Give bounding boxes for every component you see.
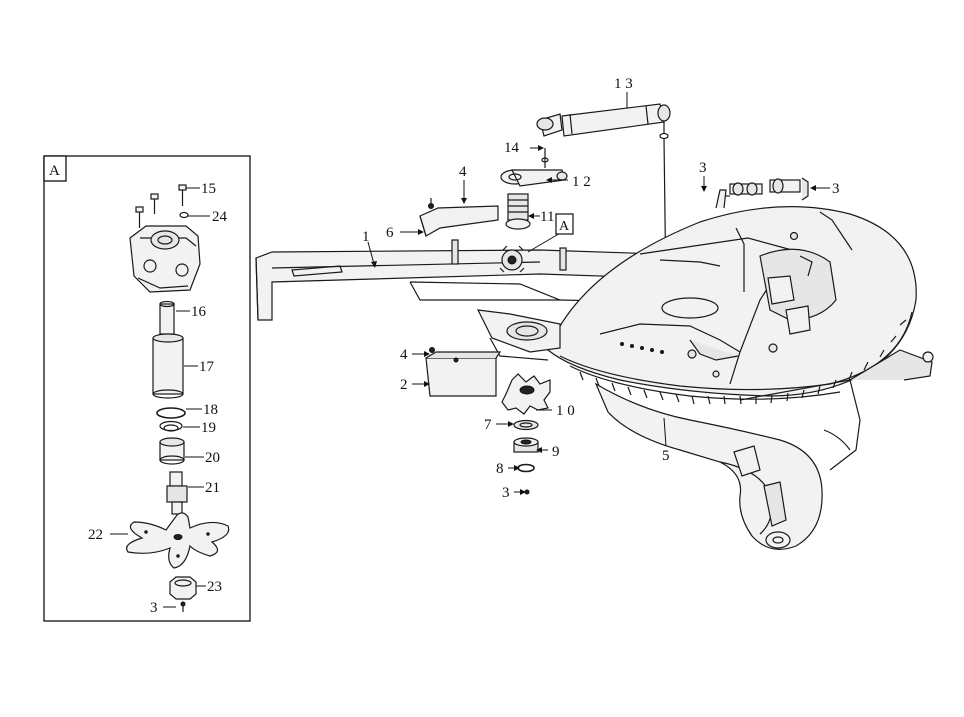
callout-21: 21: [205, 480, 220, 496]
bushing-20: [159, 437, 185, 465]
callout-10: 1 0: [556, 403, 575, 419]
bearing-9: [513, 437, 539, 453]
nut-23: [169, 576, 197, 612]
main-leaders: [367, 92, 830, 495]
callout-17: 17: [199, 359, 215, 375]
side-bolts: [715, 177, 809, 209]
callout-18: 18: [203, 402, 218, 418]
callout-4-mid: 4: [400, 347, 408, 363]
callout-12: 1 2: [572, 174, 591, 190]
callout-6: 6: [386, 225, 394, 241]
callout-3-bottom: 3: [502, 485, 510, 501]
rings-18-19: [156, 407, 186, 432]
callout-2: 2: [400, 377, 408, 393]
cover-plate-2: [425, 347, 502, 397]
callout-16: 16: [191, 304, 207, 320]
guard-plate-6: [419, 198, 499, 237]
detail-a-tag: A: [49, 163, 60, 179]
washer-7: [513, 419, 539, 431]
callout-5: 5: [662, 448, 670, 464]
inset-bolts: [135, 184, 189, 228]
washer-8: [517, 463, 535, 473]
base-bracket: [476, 309, 561, 361]
callout-13: 1 3: [614, 76, 633, 92]
callout-24: 24: [212, 209, 228, 225]
callout-3-right: 3: [832, 181, 840, 197]
callout-4-top: 4: [459, 164, 467, 180]
turntable-disc: [547, 206, 917, 405]
callout-9: 9: [552, 444, 560, 460]
callout-1: 1: [362, 229, 370, 245]
sprocket-10: [501, 373, 551, 415]
callout-20: 20: [205, 450, 220, 466]
detail-a-marker-label: A: [559, 219, 570, 234]
callout-11: 11: [540, 209, 554, 225]
callout-8: 8: [496, 461, 504, 477]
callout-7: 7: [484, 417, 492, 433]
inset-leaders: [110, 187, 210, 608]
detail-a-frame: A: [43, 155, 251, 622]
callout-15: 15: [201, 181, 216, 197]
turntable-teeth: [579, 319, 907, 405]
sleeve-17: [152, 333, 184, 399]
star-wheel-22: [126, 512, 230, 569]
detail-a-marker: A: [555, 213, 574, 235]
drive-gear-a: [499, 245, 525, 273]
spring-11: [505, 193, 531, 230]
shaft-21: [166, 471, 188, 515]
callout-19: 19: [201, 420, 216, 436]
valve-housing: [129, 225, 201, 293]
auger-housing-5: [594, 349, 934, 550]
shaft-16: [159, 300, 175, 335]
callout-14: 14: [504, 140, 520, 156]
callout-23: 23: [207, 579, 222, 595]
callout-3-inset: 3: [150, 600, 158, 616]
callout-3-top: 3: [699, 160, 707, 176]
callout-22: 22: [88, 527, 103, 543]
